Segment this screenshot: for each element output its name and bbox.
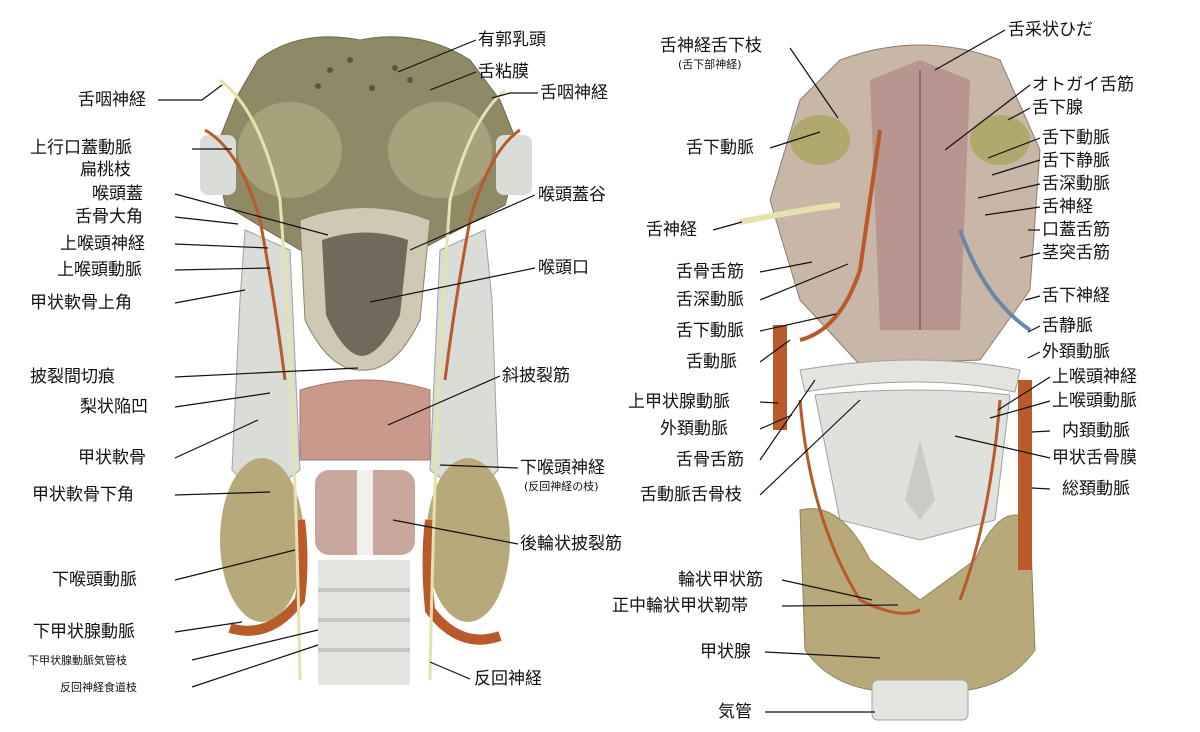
label-kakojosendomyaku: 下甲状腺動脈 [33, 622, 135, 642]
label-shahiretsukin: 斜披裂筋 [502, 366, 570, 386]
label-seichurinjo: 正中輪状甲状靭帯 [612, 596, 748, 616]
label-zessaijo: 舌采状ひだ [1008, 20, 1093, 40]
thyroid-cartilage-front [814, 389, 1011, 541]
trachea-left [318, 560, 410, 685]
label-kojonankotsukakaku: 甲状軟骨下角 [32, 485, 134, 505]
thyroid-gland [799, 508, 1036, 693]
label-korinjohiretsukin: 後輪状披裂筋 [520, 534, 622, 554]
label-kotogaikoku: 喉頭蓋谷 [538, 185, 606, 205]
posterior-larynx-figure [200, 36, 532, 685]
label-kakotoshinkei-sub: (反回神経の枝) [524, 480, 599, 493]
label-jokotoshinkei-right: 上喉頭神経 [1052, 367, 1137, 387]
label-naikeidomyaku: 内頚動脈 [1062, 421, 1130, 441]
label-otogai: オトガイ舌筋 [1032, 75, 1134, 95]
label-zesshindomyaku-left: 舌深動脈 [676, 290, 744, 310]
label-zekkashinkei: 舌下神経 [1042, 286, 1110, 306]
label-kojonankotsujokaku: 甲状軟骨上角 [30, 293, 132, 313]
thyroid-lobe-right [426, 458, 510, 622]
label-hiretsukansetsukon: 披裂間切痕 [30, 367, 115, 387]
label-rijokanka: 梨状陥凹 [80, 397, 148, 417]
label-zetsujomyaku: 舌静脈 [1042, 316, 1093, 336]
hyoid-bone [799, 359, 1021, 393]
label-kojozekkotsumaku: 甲状舌骨膜 [1052, 448, 1137, 468]
anterior-tongue-larynx-figure [739, 44, 1041, 721]
label-zekkasen: 舌下腺 [1032, 98, 1083, 118]
label-hentoshi: 扁桃枝 [80, 160, 131, 180]
label-jokotodomyaku: 上喉頭動脈 [57, 260, 142, 280]
trachea-right [871, 679, 969, 721]
oblique-arytenoid [299, 379, 431, 461]
laryngeal-inlet [322, 232, 408, 356]
label-zesshinkei-right: 舌神経 [1042, 197, 1093, 217]
label-shokudoshi: 反回神経食道枝 [60, 681, 137, 694]
label-kotogai: 喉頭蓋 [92, 184, 143, 204]
label-zetsunenmaku: 舌粘膜 [478, 62, 529, 82]
label-keitotsuzekkin: 茎突舌筋 [1042, 243, 1110, 263]
label-zetsuin-right: 舌咽神経 [540, 83, 608, 103]
label-zekkadomyaku-lower-left: 舌下動脈 [676, 321, 744, 341]
label-jokokogai: 上行口蓋動脈 [30, 138, 132, 158]
label-kakotoshinkei: 下喉頭神経 [520, 458, 605, 478]
label-hankaishinkei: 反回神経 [474, 669, 542, 689]
label-gaikeidomyaku-right: 外頚動脈 [1042, 342, 1110, 362]
label-kojonankotsu: 甲状軟骨 [78, 448, 146, 468]
label-yukaku-nyuto: 有郭乳頭 [478, 30, 546, 50]
label-kogaizekkin: 口蓋舌筋 [1042, 220, 1110, 240]
label-kakotodomyaku: 下喉頭動脈 [52, 570, 137, 590]
label-kotoko: 喉頭口 [538, 258, 589, 278]
label-sokeidomyaku: 総頚動脈 [1062, 479, 1130, 499]
label-zesshindomyaku-right: 舌深動脈 [1042, 174, 1110, 194]
label-zesshinkei-left: 舌神経 [646, 220, 697, 240]
label-zetsuin-left: 舌咽神経 [78, 90, 146, 110]
label-zetsuka: 舌神経舌下枝 [660, 36, 762, 56]
label-kikan: 気管 [718, 702, 752, 722]
label-zekkotsudaikaku: 舌骨大角 [75, 207, 143, 227]
label-zekkotsuzekkin-lower: 舌骨舌筋 [676, 450, 744, 470]
label-kojosen: 甲状腺 [700, 642, 751, 662]
label-rinjokojokin: 輪状甲状筋 [678, 570, 763, 590]
label-zetsudomyakuzekkotsushi: 舌動脈舌骨枝 [640, 485, 742, 505]
label-jokotodomyaku-right: 上喉頭動脈 [1052, 391, 1137, 411]
label-zetsuka-sub: (舌下部神経) [678, 58, 742, 71]
label-zekkotsuzekkin-upper: 舌骨舌筋 [676, 262, 744, 282]
label-zetsudomyaku: 舌動脈 [686, 352, 737, 372]
label-zekkajomyaku: 舌下静脈 [1042, 151, 1110, 171]
label-zekkadomyaku-upper-left: 舌下動脈 [686, 138, 754, 158]
label-jokojosendomyaku: 上甲状腺動脈 [628, 392, 730, 412]
label-gaikeidomyaku-left: 外頚動脈 [660, 419, 728, 439]
thyroid-lobe-left [220, 458, 304, 622]
label-kikanshi: 下甲状腺動脈気管枝 [28, 654, 127, 667]
label-jokotoshinkei: 上喉頭神経 [60, 234, 145, 254]
leader-lines [158, 29, 1051, 713]
label-zekkadomyaku-upper-right: 舌下動脈 [1042, 128, 1110, 148]
